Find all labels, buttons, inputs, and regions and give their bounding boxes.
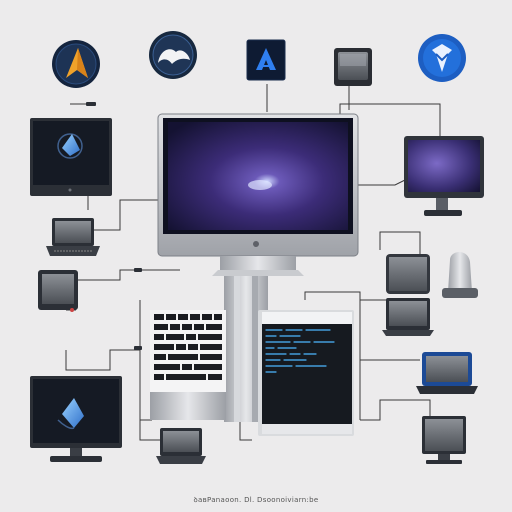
right-blue-laptop[interactable] (416, 352, 478, 394)
left-bottom-monitor[interactable] (30, 376, 122, 462)
cable-right-top (339, 103, 441, 136)
bottom-small-laptop[interactable] (156, 428, 206, 464)
cable-server (304, 291, 361, 420)
orange-arrow-logo-icon[interactable] (52, 40, 100, 88)
left-top-monitor[interactable] (30, 118, 112, 196)
cable-center-bottom (239, 420, 252, 441)
cable-bottom-laptop (139, 420, 160, 441)
right-laptop-small[interactable] (382, 298, 434, 336)
left-small-laptop[interactable] (46, 218, 100, 256)
cloud-logo-icon[interactable] (149, 31, 197, 79)
right-bottom-monitor[interactable] (422, 416, 466, 464)
square-device-icon[interactable] (334, 48, 372, 86)
galaxy-wallpaper (168, 122, 348, 230)
blue-crystal-logo-icon (62, 398, 84, 428)
terminal-text-lines (265, 329, 335, 373)
server-terminal[interactable] (258, 310, 354, 436)
right-small-monitor[interactable] (386, 254, 430, 294)
blue-a-logo-icon[interactable] (246, 39, 286, 81)
right-laptop[interactable] (404, 136, 484, 216)
cable-right-bottom (360, 399, 431, 421)
connector-stubs (86, 102, 142, 350)
blue-crystal-logo-icon (62, 134, 80, 156)
blue-shield-logo-icon[interactable] (418, 34, 466, 82)
cable-right-router (379, 231, 421, 264)
network-cables (65, 74, 441, 441)
central-monitor[interactable] (157, 113, 359, 276)
cable-left-laptop (94, 199, 160, 231)
cable-bottom-left (65, 349, 140, 371)
footer-caption: ꝺaвPanaoon. Dl. Dsoonoiviarn:be (193, 496, 319, 504)
right-router[interactable] (442, 252, 478, 298)
cable-left-tablet (78, 269, 180, 281)
power-dot (253, 241, 259, 247)
left-tablet[interactable] (38, 270, 78, 312)
keyboard-tower[interactable] (150, 310, 226, 420)
cable-right-laptop (356, 179, 406, 186)
keyboard-keys (154, 314, 222, 380)
